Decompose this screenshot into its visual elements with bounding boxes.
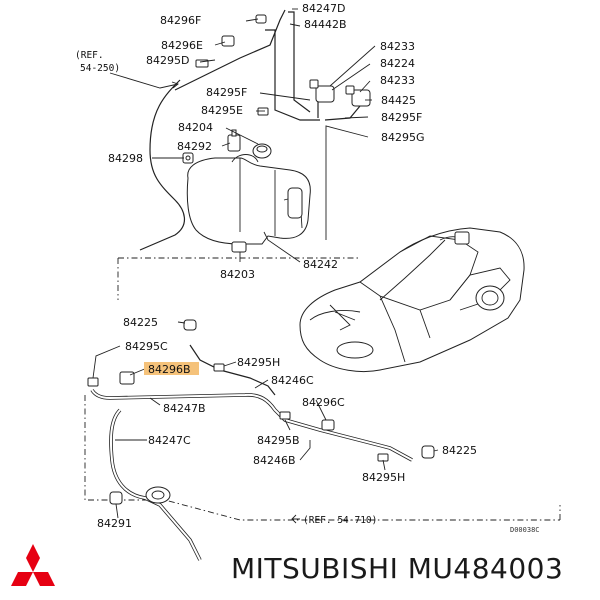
- label-84296C: 84296C: [302, 396, 345, 409]
- ref-note-top-line2: 54-250): [80, 63, 120, 74]
- label-84246C: 84246C: [271, 374, 314, 387]
- label-84233-b: 84233: [380, 74, 415, 87]
- ref-arrow-bottom: [291, 514, 300, 524]
- label-84247B: 84247B: [163, 402, 206, 415]
- label-84295C: 84295C: [125, 340, 168, 353]
- clip-84296E: [221, 35, 235, 47]
- label-84247C: 84247C: [148, 434, 191, 447]
- filler-cap-84204: [252, 143, 272, 159]
- ref-note-bottom: (REF. 54-710): [303, 515, 377, 526]
- label-84295H-b: 84295H: [362, 471, 405, 484]
- joint-84295E: [257, 107, 269, 116]
- rear-washer-hose: [90, 344, 413, 561]
- nozzle-84225-upper: [183, 319, 197, 331]
- label-84233-a: 84233: [380, 40, 415, 53]
- label-84425: 84425: [381, 94, 416, 107]
- joint-84295C: [87, 377, 99, 387]
- label-84296B: 84296B: [148, 363, 191, 376]
- joint-84295H-lower: [377, 453, 389, 462]
- label-84292: 84292: [177, 140, 212, 153]
- label-84224: 84224: [380, 57, 415, 70]
- label-84204: 84204: [178, 121, 213, 134]
- leader-lines-upper: [152, 8, 376, 263]
- filler-cap-84292: [227, 129, 241, 152]
- hose-grommet-84291: [145, 486, 171, 504]
- car-illustration: [299, 227, 525, 373]
- product-caption: MITSUBISHI MU484003: [231, 552, 564, 585]
- grommet-84291: [109, 491, 123, 505]
- label-84295F-b: 84295F: [381, 111, 422, 124]
- joint-84295B: [279, 411, 291, 420]
- label-84442B: 84442B: [304, 18, 347, 31]
- label-84225-a: 84225: [123, 316, 158, 329]
- label-84296E: 84296E: [161, 39, 203, 52]
- label-84295B: 84295B: [257, 434, 300, 447]
- brand-footer: [11, 544, 55, 586]
- label-84247D: 84247D: [302, 2, 345, 15]
- label-84296F: 84296F: [160, 14, 201, 27]
- part-labels: 84296F 84247D 84442B 84296E 84233 84295D…: [97, 2, 477, 530]
- joint-84295H-upper: [213, 363, 225, 372]
- mitsubishi-three-diamond-logo: [11, 544, 55, 586]
- label-84295F-a: 84295F: [206, 86, 247, 99]
- clip-84296C: [321, 419, 335, 431]
- grommet-84298: [182, 152, 194, 164]
- label-84291: 84291: [97, 517, 132, 530]
- label-84225-b: 84225: [442, 444, 477, 457]
- label-84295D: 84295D: [146, 54, 189, 67]
- ref-arrow-top: [109, 72, 179, 89]
- label-84298: 84298: [108, 152, 143, 165]
- label-84295G: 84295G: [381, 131, 425, 144]
- leader-lines-lower: [92, 321, 439, 519]
- label-84246B: 84246B: [253, 454, 296, 467]
- pump-84233-upper: [309, 79, 335, 103]
- washer-reservoir-tank: [186, 154, 311, 245]
- label-84203: 84203: [220, 268, 255, 281]
- washer-hose-upper: [139, 79, 185, 251]
- label-84295H-a: 84295H: [237, 356, 280, 369]
- ref-note-top-line1: (REF.: [75, 50, 104, 61]
- nozzle-84225-lower: [421, 445, 435, 459]
- label-84242: 84242: [303, 258, 338, 271]
- label-84295E: 84295E: [201, 104, 243, 117]
- drawing-code: D00038C: [510, 526, 540, 534]
- pump-84233-lower: [345, 85, 371, 107]
- bracket-84203: [231, 241, 247, 253]
- highlight-84296B: [144, 362, 199, 375]
